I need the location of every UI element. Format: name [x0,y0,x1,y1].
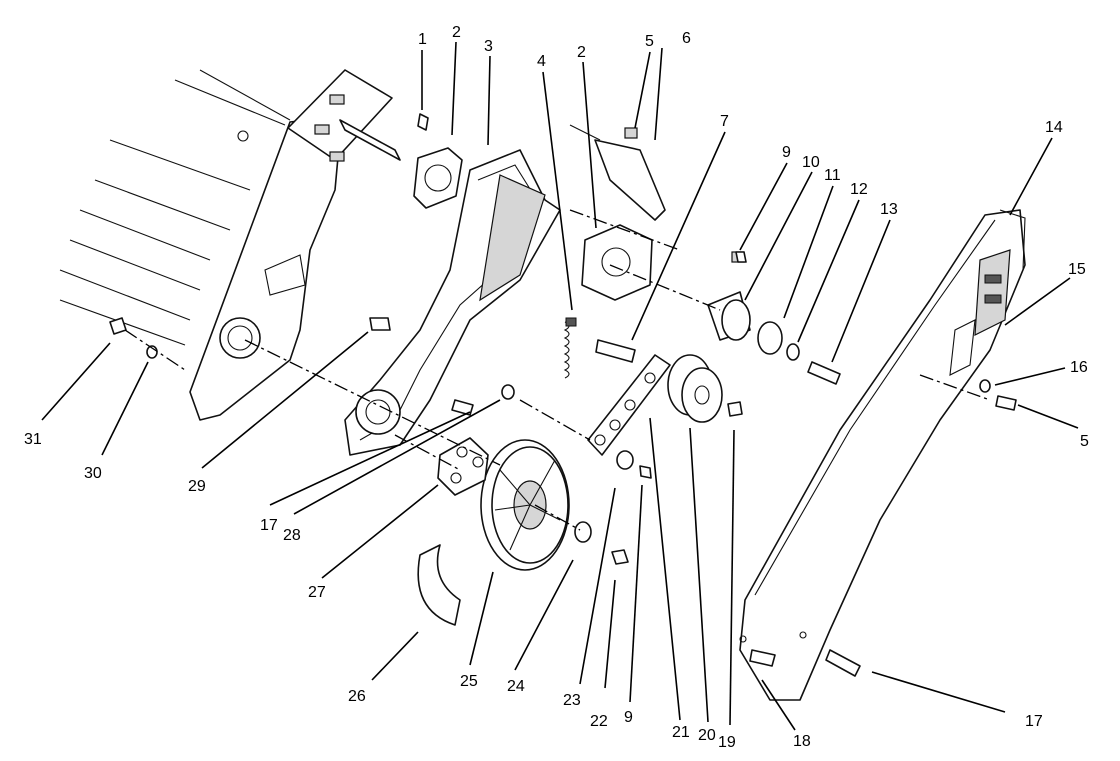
cover-hardware [749,379,1017,677]
callout-18: 18 [793,733,811,750]
callout-9: 9 [782,144,791,161]
callout-15: 15 [1068,261,1086,278]
bracket-part-6 [569,124,666,221]
idler-pulley [667,354,743,423]
callout-17: 17 [260,517,278,534]
leader-lines [41,41,1079,731]
callout-22: 22 [590,713,608,730]
callout-28: 28 [283,527,301,544]
callout-21: 21 [672,724,690,741]
callout-13: 13 [880,201,898,218]
callout-3: 3 [484,38,493,55]
belt-segment [417,544,461,626]
callout-11: 11 [824,167,841,184]
callout-2: 2 [452,24,461,41]
bolt-kit-inset [287,69,429,162]
bushing-stack [707,251,841,385]
callout-26: 26 [348,688,366,705]
callout-9-b: 9 [624,709,633,726]
callout-12: 12 [850,181,868,198]
callout-17-b: 17 [1025,713,1043,730]
callout-19: 19 [718,734,736,751]
callout-25: 25 [460,673,478,690]
callout-31: 31 [24,431,42,448]
callout-27: 27 [308,584,326,601]
callout-20: 20 [698,727,716,744]
callout-4: 4 [537,53,546,70]
callout-23: 23 [563,692,581,709]
bearing-flange-left [413,147,463,209]
callout-labels: 1 2 3 4 2 5 6 7 9 10 11 12 13 14 15 16 5… [24,24,1089,751]
chain-case-plate [344,149,561,456]
idler-arm [587,354,671,456]
callout-30: 30 [84,465,102,482]
sprocket [437,437,489,496]
callout-2-b: 2 [577,44,586,61]
callout-7: 7 [720,113,729,130]
callout-14: 14 [1045,119,1063,136]
callout-5: 5 [645,33,654,50]
tension-spring [563,317,636,379]
small-hardware [109,251,747,565]
callout-6: 6 [682,30,691,47]
chain-cover [739,209,1026,701]
callout-29: 29 [188,478,206,495]
bearing-flange-middle [581,224,653,301]
drive-pulley [480,439,570,571]
callout-5-b: 5 [1080,433,1089,450]
callout-1: 1 [418,31,427,48]
center-lines [124,209,991,531]
callout-16: 16 [1070,359,1088,376]
callout-24: 24 [507,678,525,695]
callout-10: 10 [802,154,820,171]
